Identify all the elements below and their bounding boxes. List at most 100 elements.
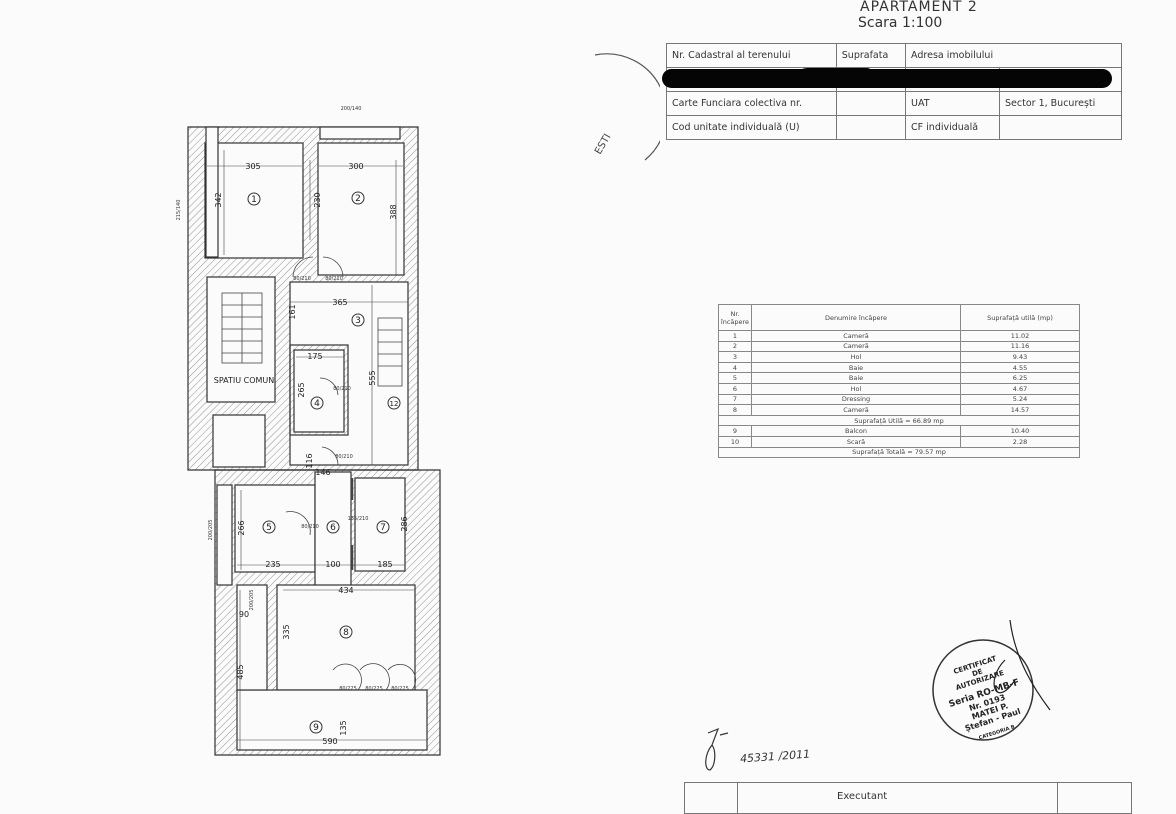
partial-stamp: ESTI: [593, 53, 660, 161]
handwritten-note: 45331 /2011: [739, 747, 811, 766]
common-area-label: SPATIU COMUN: [214, 376, 275, 385]
stairs-icon: [221, 292, 403, 387]
window-label: 215/140: [176, 200, 182, 221]
room-number: 5: [262, 520, 276, 534]
svg-text:4: 4: [314, 399, 320, 409]
door-label: 80/225: [365, 686, 383, 692]
room-number: 8: [339, 625, 353, 639]
room-nr: 8: [718, 404, 752, 416]
room-area: 11.16: [960, 340, 1080, 353]
dim-label: 135: [339, 720, 348, 735]
room-name: Scară: [751, 435, 961, 448]
room-name: Baie: [751, 361, 961, 374]
svg-text:7: 7: [380, 523, 386, 533]
total-row: Suprafață Totală = 79.57 mp: [718, 446, 1080, 459]
dim-label: 286: [400, 516, 409, 531]
svg-text:DE: DE: [971, 667, 984, 678]
door-label: 80/210: [333, 386, 351, 392]
footer-table: Executant: [684, 782, 1132, 814]
door-label: 135/210: [348, 516, 369, 522]
svg-text:12: 12: [390, 400, 399, 408]
table-row: Carte Funciara colectiva nr. UAT Sector …: [666, 91, 1122, 116]
dim-label: 235: [265, 560, 280, 569]
door-label: 80/225: [339, 686, 357, 692]
executant-label: Executant: [837, 791, 888, 802]
window-label: 200/205: [208, 520, 214, 541]
col-header-name: Denumire încăpere: [751, 304, 961, 331]
redaction-mark: [662, 69, 1112, 88]
dim-label: 434: [338, 586, 353, 595]
handwritten-signature: [705, 727, 729, 771]
room-area: 4.55: [960, 361, 1080, 374]
room-number: 4: [310, 396, 324, 410]
room-name: Baie: [751, 372, 961, 384]
address-label: Adresa imobilului: [905, 43, 1122, 68]
room-nr: 1: [718, 330, 752, 342]
room-area: 6.25: [960, 372, 1080, 384]
uat-label: UAT: [905, 91, 1001, 116]
subtotal-row: Suprafață Utilă = 66.89 mp: [718, 414, 1080, 427]
dim-label: 342: [214, 192, 223, 207]
dim-label: 161: [288, 304, 297, 319]
door-label: 80/210: [325, 276, 343, 282]
cf-individual-label: CF individuală: [905, 115, 1001, 140]
signature: [993, 620, 1051, 711]
door-label: 80/225: [391, 686, 409, 692]
dim-label: 146: [315, 468, 330, 477]
room-name: Dressing: [751, 393, 961, 406]
room-nr: 6: [718, 382, 752, 395]
dim-label: 100: [325, 560, 340, 569]
room-area: 2.28: [960, 435, 1080, 448]
dim-label: 335: [282, 624, 291, 639]
svg-text:ESTI: ESTI: [593, 132, 613, 156]
rooms-table: Nr. încăpere Denumire încăpere Suprafață…: [718, 304, 1080, 459]
dim-label: 388: [389, 204, 398, 219]
opening-labels: 200/140 215/140 200/205 200/205 80/210 8…: [176, 106, 409, 692]
room-nr: 5: [718, 372, 752, 384]
room-area: 11.02: [960, 330, 1080, 342]
table-row: Nr. Cadastral al terenului Suprafata Adr…: [666, 43, 1122, 68]
col-header-nr: Nr. încăpere: [718, 304, 752, 331]
svg-text:1: 1: [251, 195, 257, 205]
dim-label: 90: [239, 610, 249, 619]
col-header-area: Suprafață utilă (mp): [960, 304, 1080, 331]
room-name: Hol: [751, 351, 961, 363]
dim-label: 485: [236, 664, 245, 679]
door-label: 80/210: [335, 454, 353, 460]
dim-label: 266: [237, 520, 246, 535]
uat-value: Sector 1, București: [999, 91, 1122, 116]
plan-scale: Scara 1:100: [858, 15, 943, 31]
svg-text:3: 3: [355, 316, 361, 326]
window-label: 200/140: [341, 106, 362, 112]
room-nr: 9: [718, 425, 752, 437]
unit-code-label: Cod unitate individuală (U): [666, 115, 837, 140]
dim-label: 305: [245, 162, 260, 171]
door-label: 80/210: [301, 524, 319, 530]
dim-label: 365: [332, 298, 347, 307]
dim-label: 265: [297, 382, 306, 397]
dim-label: 175: [307, 352, 322, 361]
room-nr: 7: [718, 393, 752, 406]
room-number: 2: [351, 191, 365, 205]
room-number: 1: [247, 192, 261, 206]
table-header: Nr. încăpere Denumire încăpere Suprafață…: [718, 304, 1080, 331]
dimension-labels: 305 300 342 230 388 365 161 175 265 555 …: [214, 162, 409, 746]
room-nr: 10: [718, 435, 752, 448]
room-number: 9: [309, 720, 323, 734]
floor-plan: 305 300 342 230 388 365 161 175 265 555 …: [176, 53, 660, 756]
window-label: 200/205: [249, 590, 255, 611]
door-label: 80/210: [293, 276, 311, 282]
room-number: 3: [351, 313, 365, 327]
room-area: 5.24: [960, 393, 1080, 406]
dim-label: 230: [313, 192, 322, 207]
dim-label: 300: [348, 162, 363, 171]
door-swings: [285, 256, 416, 691]
svg-text:2: 2: [355, 194, 361, 204]
dim-label: 116: [305, 453, 314, 468]
